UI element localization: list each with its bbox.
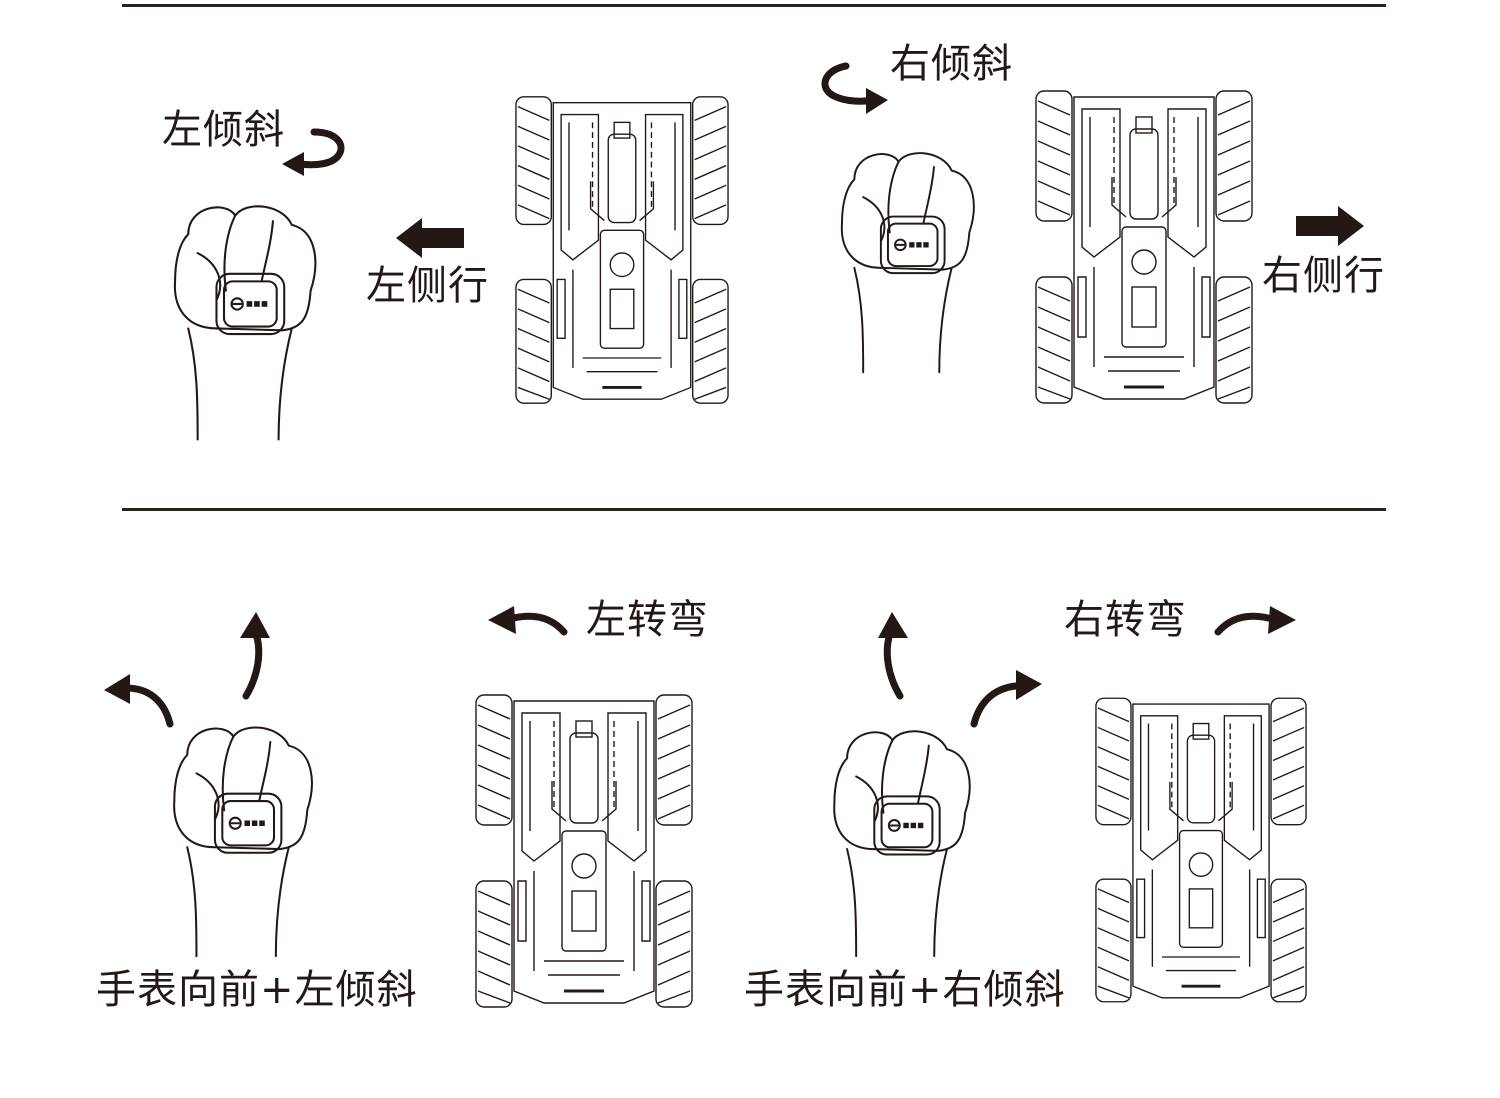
curved-arrow-right-icon	[1214, 606, 1296, 636]
left-tilt-label: 左倾斜	[162, 107, 285, 153]
rotate-arrow-icon	[282, 128, 345, 176]
right-gesture-label: 手表向前+右倾斜	[744, 967, 1066, 1013]
middle-divider	[122, 508, 1386, 511]
fist-watch-icon	[173, 726, 314, 958]
car-top-view-icon	[1094, 696, 1308, 1004]
curved-arrow-up-right-icon	[970, 670, 1042, 728]
right-tilt-label: 右倾斜	[890, 41, 1013, 87]
curved-arrow-up-left-icon	[104, 674, 174, 728]
right-turn-label: 右转弯	[1064, 597, 1187, 643]
curved-arrow-up-icon	[878, 612, 908, 700]
rotate-arrow-icon	[821, 62, 888, 114]
fist-watch-icon	[173, 205, 317, 441]
car-top-view-icon	[514, 95, 730, 405]
left-strafe-label: 左侧行	[366, 263, 489, 309]
top-divider	[122, 4, 1386, 7]
right-strafe-label: 右侧行	[1262, 253, 1385, 299]
arrow-left-icon	[396, 218, 464, 258]
arrow-right-icon	[1296, 206, 1364, 246]
fist-watch-icon	[833, 730, 971, 958]
curved-arrow-up-icon	[240, 612, 270, 700]
left-turn-label: 左转弯	[586, 597, 709, 643]
car-top-view-icon	[474, 693, 694, 1009]
car-top-view-icon	[1034, 89, 1254, 405]
fist-watch-icon	[840, 151, 975, 374]
curved-arrow-left-icon	[488, 606, 568, 636]
left-gesture-label: 手表向前+左倾斜	[96, 967, 418, 1013]
